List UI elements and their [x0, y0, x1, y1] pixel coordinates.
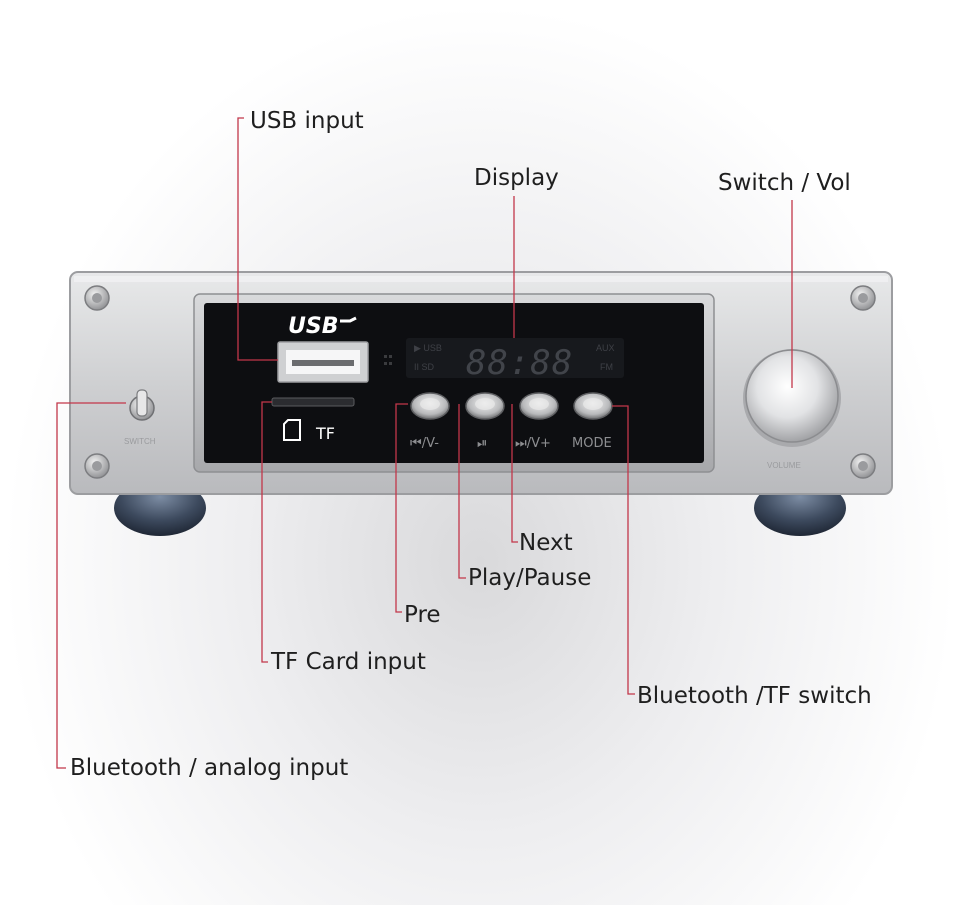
switch-engraving: SWITCH [124, 437, 156, 446]
callout-bt-tf-switch: Bluetooth /TF switch [637, 683, 872, 709]
display-indicator-top-left: ▶ USB [414, 343, 442, 353]
callout-usb-input: USB input [250, 108, 364, 134]
usb-logo: USB [288, 314, 338, 339]
bt-analog-toggle-switch[interactable] [129, 389, 155, 421]
volume-knob[interactable] [743, 349, 841, 447]
display-indicator-bottom-right: FM [600, 362, 613, 372]
play-pause-button[interactable] [465, 392, 505, 420]
button-label-prev: ⏮/V- [410, 436, 439, 451]
callout-lines [56, 117, 793, 769]
button-label-next: ⏭/V+ [515, 436, 551, 451]
usb-port[interactable] [277, 341, 369, 383]
tf-card-slot[interactable] [271, 397, 355, 407]
led-display [406, 338, 624, 378]
prev-button[interactable] [410, 392, 450, 420]
display-digits: 88:88 [466, 343, 573, 383]
callout-play-pause: Play/Pause [468, 565, 592, 591]
mode-button[interactable] [573, 392, 613, 420]
callout-pre: Pre [404, 602, 441, 628]
display-indicator-top-right: AUX [596, 343, 615, 353]
sd-card-icon [283, 419, 301, 441]
screw-icon [84, 453, 110, 479]
callout-display: Display [474, 165, 559, 191]
screw-icon [850, 285, 876, 311]
volume-engraving: VOLUME [767, 461, 801, 470]
faceplate [204, 303, 704, 463]
tf-label: TF [315, 424, 335, 443]
button-label-play-pause: ⏯ [477, 436, 487, 451]
callout-tf-card-input: TF Card input [271, 649, 426, 675]
display-indicator-bottom-left: II SD [414, 362, 435, 372]
screw-icon [84, 285, 110, 311]
callout-bt-analog-input: Bluetooth / analog input [70, 755, 349, 781]
next-button[interactable] [519, 392, 559, 420]
screw-icon [850, 453, 876, 479]
callout-switch-vol: Switch / Vol [718, 170, 851, 196]
callout-next: Next [519, 530, 573, 556]
button-label-mode: MODE [572, 436, 612, 451]
